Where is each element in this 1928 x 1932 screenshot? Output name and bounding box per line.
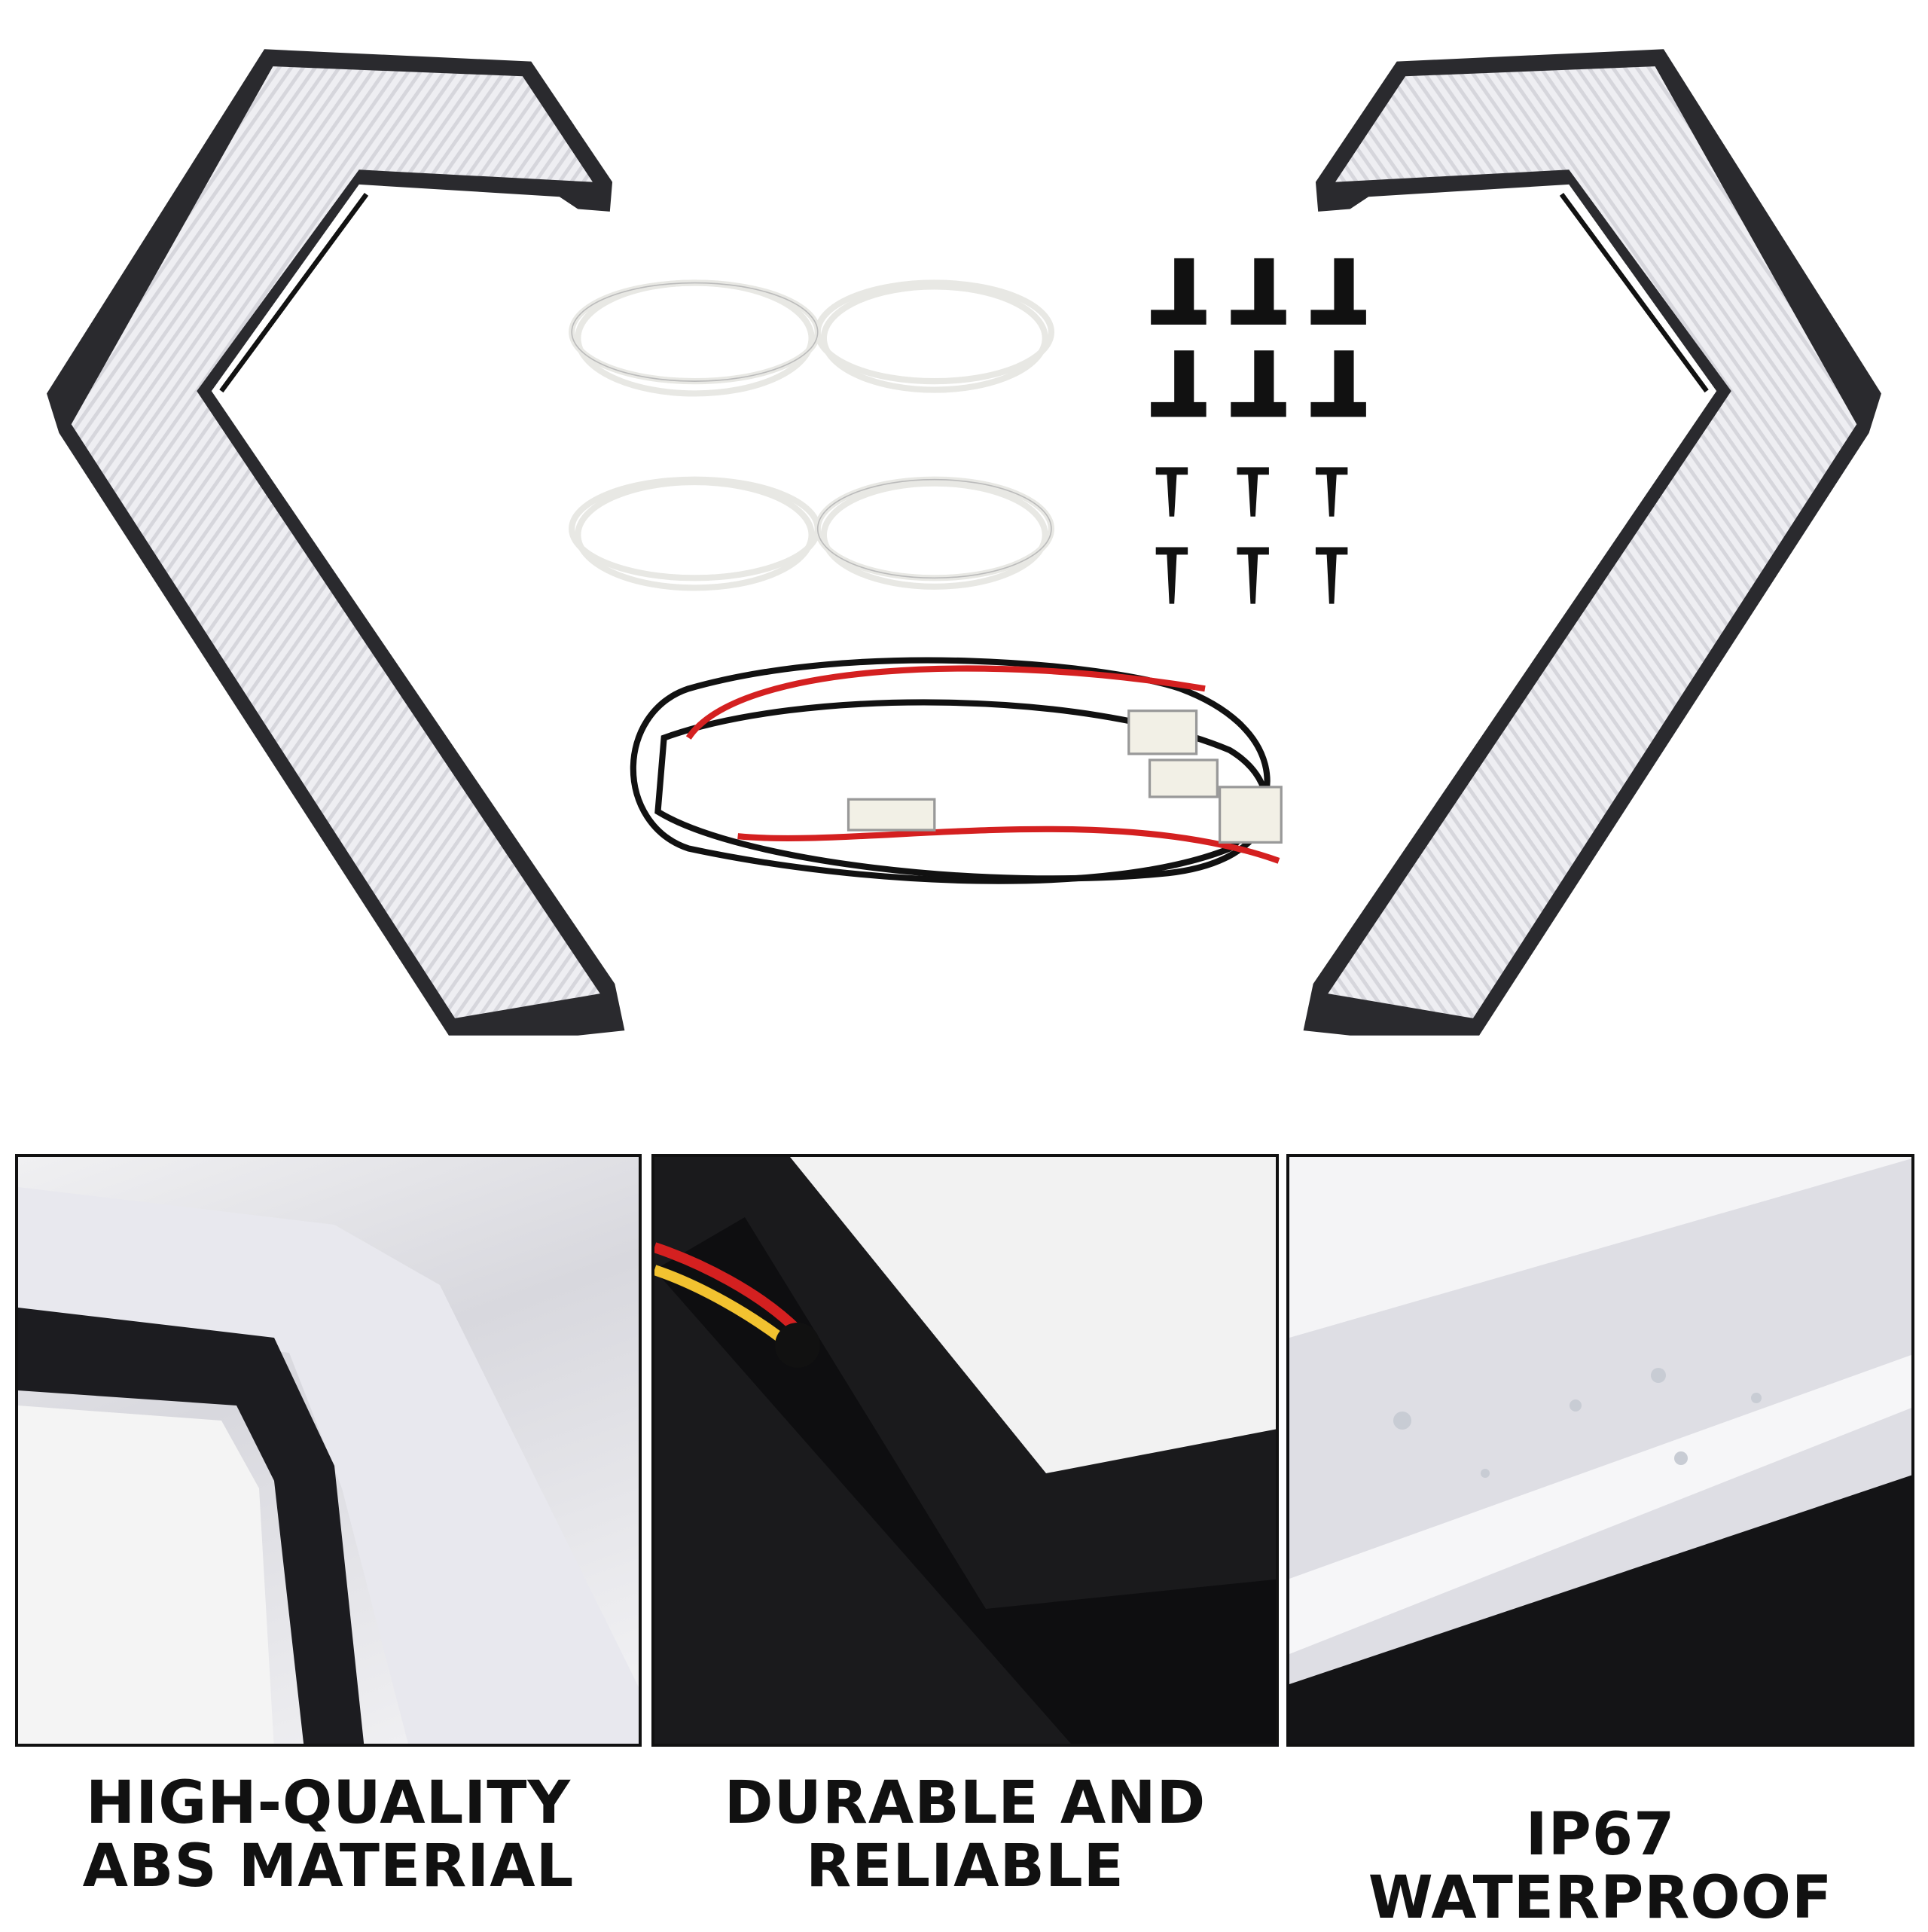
lens-water-closeup — [1289, 1158, 1911, 1744]
feature-caption-abs: HIGH-QUALITY ABS MATERIAL — [15, 1772, 642, 1898]
caption-line: HIGH-QUALITY — [86, 1769, 571, 1837]
detail-photo-waterproof — [1286, 1154, 1914, 1747]
detail-photo-durable — [651, 1154, 1279, 1747]
mounting-brackets — [1151, 258, 1366, 417]
detail-photo-abs-material — [15, 1154, 642, 1747]
white-cable-coil-2 — [569, 476, 1054, 591]
right-led-light — [1304, 49, 1881, 1035]
caption-line: RELIABLE — [806, 1833, 1124, 1900]
wiring-harness — [630, 657, 1283, 884]
caption-line: DURABLE AND — [724, 1769, 1207, 1837]
feature-caption-durable: DURABLE AND RELIABLE — [651, 1772, 1279, 1898]
left-led-light — [47, 49, 624, 1035]
caption-line: IP67 WATERPROOF — [1368, 1801, 1833, 1932]
housing-closeup — [654, 1157, 1276, 1744]
screws — [1155, 467, 1348, 604]
caption-line: ABS MATERIAL — [82, 1833, 575, 1900]
lens-closeup — [18, 1187, 639, 1744]
white-cable-coil-1 — [569, 279, 1054, 397]
feature-caption-waterproof: IP67 WATERPROOF — [1286, 1803, 1914, 1930]
